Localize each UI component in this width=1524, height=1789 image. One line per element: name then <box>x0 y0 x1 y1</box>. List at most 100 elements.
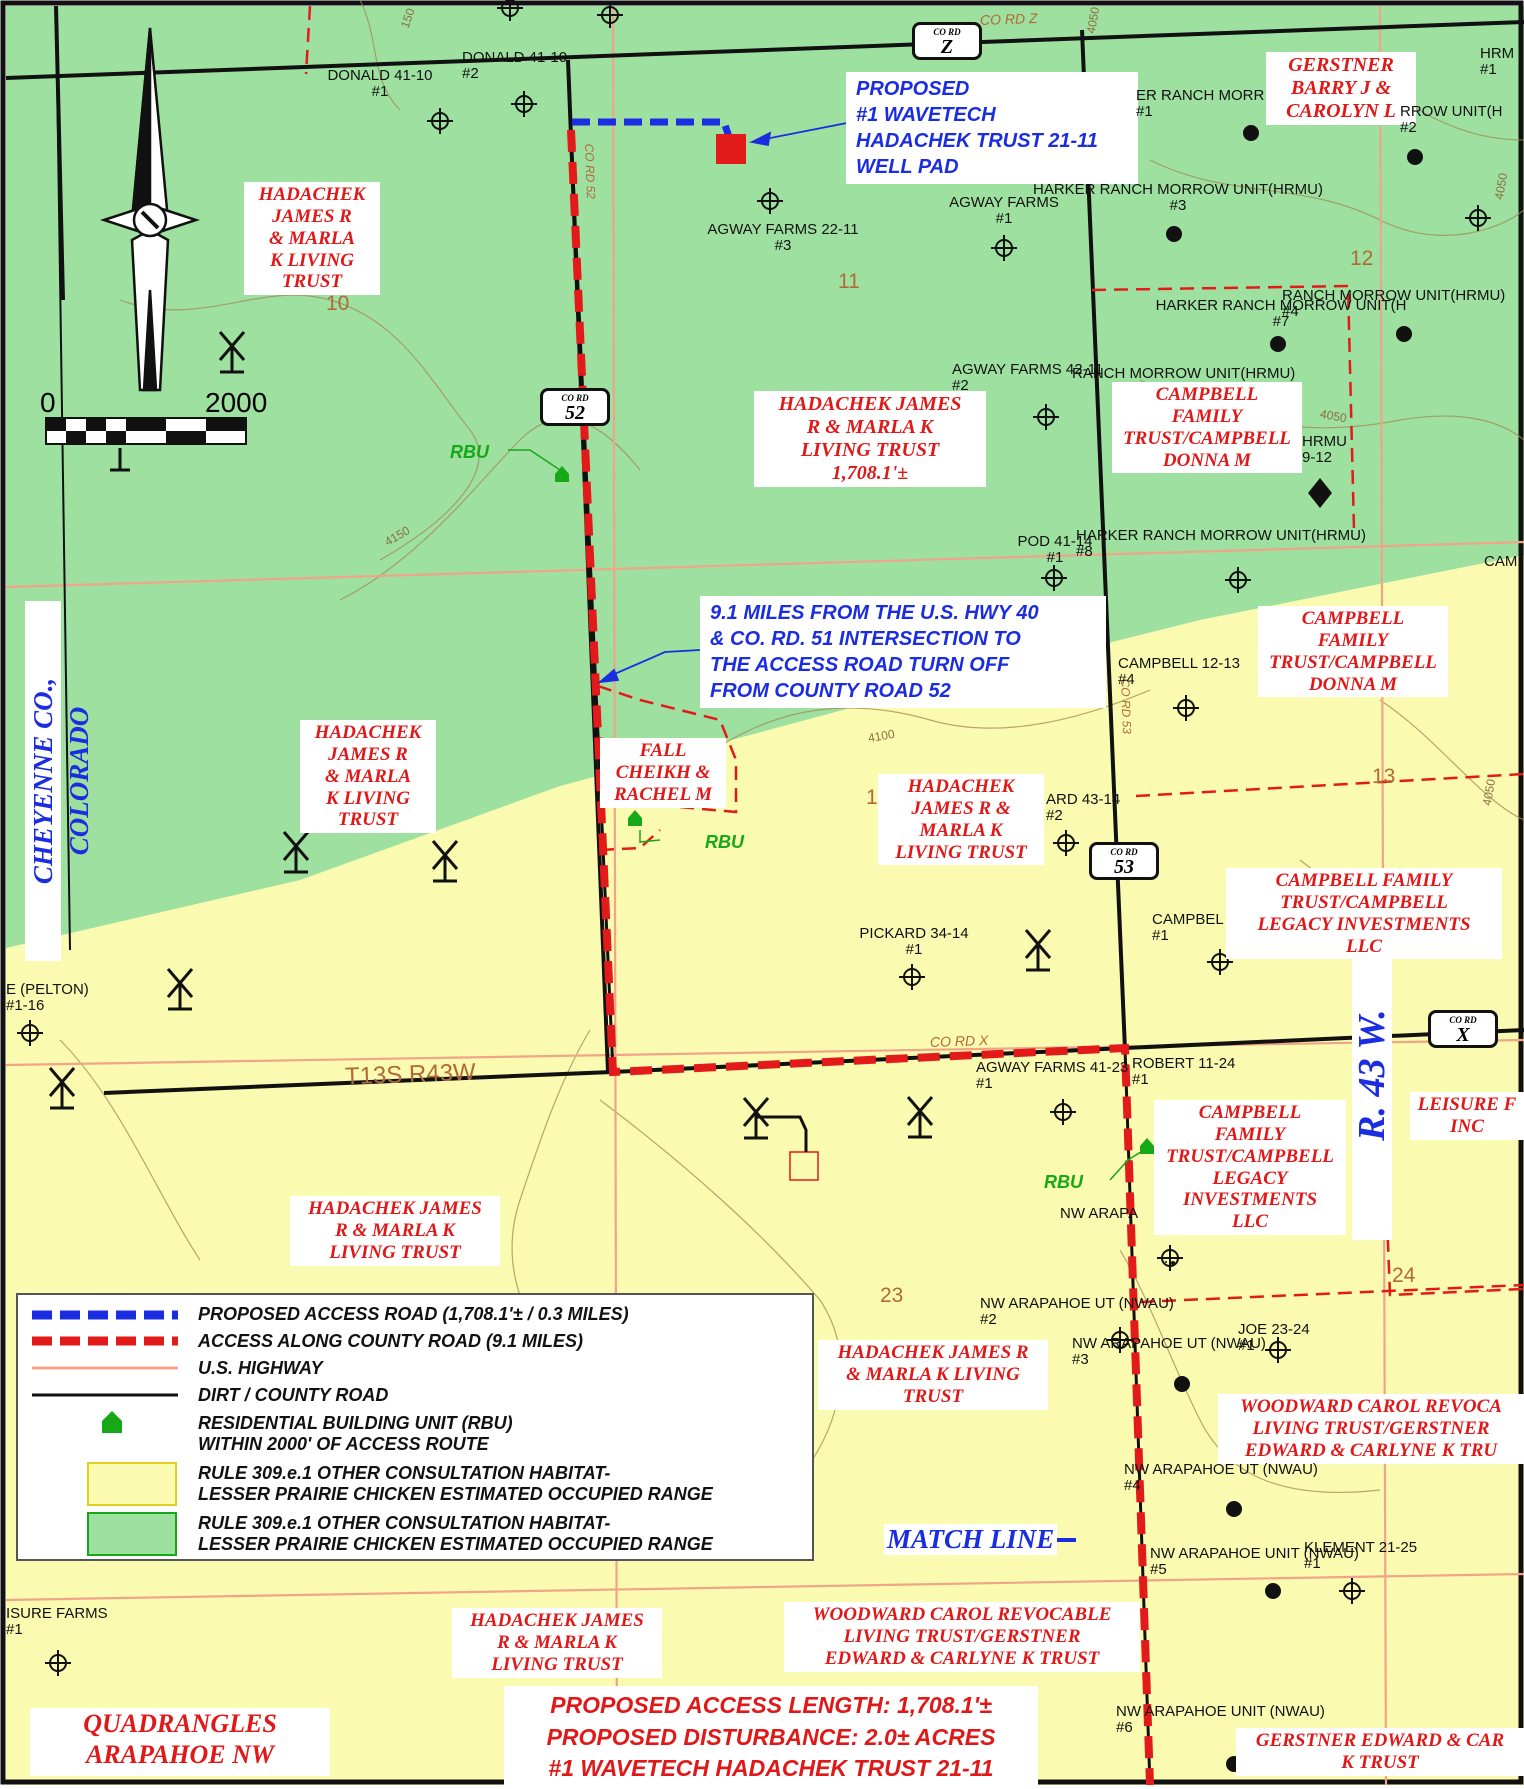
text-line: & MARLA <box>268 227 356 249</box>
well-label: KLEMENT 21-25#1 <box>1304 1540 1417 1572</box>
text-line: RESIDENTIAL BUILDING UNIT (RBU) <box>198 1413 513 1433</box>
text-line: LEISURE F <box>1417 1094 1517 1115</box>
text-line: #4 <box>1118 670 1135 688</box>
text-line: #1 <box>995 209 1013 227</box>
text-line: ROBERT 11-24 <box>1132 1055 1236 1072</box>
road-label-52: CO RD 52 <box>582 143 598 200</box>
text-line: CHEIKH & <box>615 761 711 783</box>
text-line: ER RANCH MORR <box>1136 87 1265 104</box>
text-line: EDWARD & CARLYNE K TRUST <box>824 1647 1100 1669</box>
text-line: #1 <box>905 940 923 958</box>
text-line: RULE 309.e.1 OTHER CONSULTATION HABITAT- <box>198 1463 611 1483</box>
text-line: KLEMENT 21-25 <box>1304 1539 1418 1556</box>
scale-start-label: 0 <box>40 387 56 418</box>
text-line: HRM <box>1480 45 1515 62</box>
legend-item-rbu: RESIDENTIAL BUILDING UNIT (RBU)WITHIN 20… <box>198 1413 513 1454</box>
well-label: NW ARAPAHOE UT (NWAU)#2 <box>980 1296 1174 1328</box>
text-line: HARKER RANCH MORROW UNIT(H <box>1155 297 1407 314</box>
well-label: AGWAY FARMS 42-11#2 <box>952 362 1103 394</box>
text-line: HADACHEK TRUST 21-11 <box>856 130 1098 152</box>
text-line: CAMPBEL <box>1152 911 1224 928</box>
text-line: #2 <box>1046 806 1063 824</box>
text-line: #8 <box>1076 542 1093 560</box>
legend-item-proposed-access: PROPOSED ACCESS ROAD (1,708.1'± / 0.3 MI… <box>198 1304 629 1324</box>
text-line: LESSER PRAIRIE CHICKEN ESTIMATED OCCUPIE… <box>198 1483 713 1504</box>
text-line: K TRUST <box>1341 1751 1419 1773</box>
text-line: WITHIN 2000' OF ACCESS ROUTE <box>198 1433 489 1454</box>
text-line: HADACHEK <box>258 184 366 205</box>
plugged-well-symbols <box>48 331 1052 1140</box>
text-line: R & MARLA K <box>497 1631 617 1653</box>
text-line: TRUST/CAMPBELL <box>1123 427 1291 449</box>
text-line: #3 <box>1169 196 1187 214</box>
text-line: 1,708.1'± <box>831 462 909 484</box>
text-line: #3 <box>774 236 792 254</box>
well-label: NW ARAPAHOE UNIT (NWAU)#5 <box>1150 1546 1359 1578</box>
legend-item-dirt-road: DIRT / COUNTY ROAD <box>198 1385 389 1405</box>
section-line <box>55 5 71 951</box>
text-line: ARD 43-14 <box>1046 791 1121 808</box>
text-line: PROPOSED DISTURBANCE: 2.0± ACRES <box>546 1723 996 1750</box>
well-label: HARKER RANCH MORROW UNIT(HRMU)#3 <box>1018 182 1338 214</box>
text-line: R & MARLA K <box>806 416 934 438</box>
text-line: AGWAY FARMS 42-11 <box>952 361 1104 378</box>
text-line: RULE 309.e.1 OTHER CONSULTATION HABITAT- <box>198 1513 611 1533</box>
text-line: AGWAY FARMS 41-23 <box>976 1059 1129 1076</box>
text-line: GERSTNER EDWARD & CAR <box>1255 1730 1505 1751</box>
well-label: RANCH MORROW UNIT(HRMU)#4 <box>1282 288 1505 320</box>
text-line: BARRY J & <box>1290 77 1392 99</box>
well-label: ROBERT 11-24#1 <box>1132 1056 1235 1088</box>
text-line: 9.1 MILES FROM THE U.S. HWY 40 <box>710 602 1039 624</box>
text-line: #2 <box>462 64 479 82</box>
text-line: 9-12 <box>1302 448 1333 466</box>
text-line: TRUST <box>281 271 343 293</box>
legend-item-yellow-habitat: RULE 309.e.1 OTHER CONSULTATION HABITAT-… <box>198 1463 713 1504</box>
map-legend: PROPOSED ACCESS ROAD (1,708.1'± / 0.3 MI… <box>16 1293 814 1561</box>
property-lines <box>304 5 1524 1304</box>
text-line: EDWARD & CARLYNE K TRU <box>1244 1439 1498 1461</box>
well-label: DONALD 41-10#1 <box>320 68 440 100</box>
text-line: CAROLYN L <box>1286 100 1396 122</box>
legend-item-us-highway: U.S. HIGHWAY <box>198 1358 323 1378</box>
text-line: NW ARAPA <box>1060 1205 1139 1222</box>
text-line: TRUST/CAMPBELL <box>1280 891 1448 913</box>
text-line: & CO. RD. 51 INTERSECTION TO <box>710 628 1021 650</box>
text-line: LIVING TRUST <box>800 439 940 461</box>
hrmu-diamond <box>1308 478 1332 508</box>
rbu-label: RBU <box>705 832 744 852</box>
text-line: PICKARD 34-14 <box>859 925 969 942</box>
text-line: LIVING TRUST <box>329 1241 461 1263</box>
text-line: LEGACY INVESTMENTS <box>1257 913 1471 935</box>
text-line: FAMILY <box>1317 629 1389 651</box>
well-label: NW ARAPA <box>1060 1206 1138 1222</box>
well-label: RANCH MORROW UNIT(HRMU) <box>1072 366 1295 382</box>
text-line: CAMPBELL <box>1301 608 1405 629</box>
text-line: #2 <box>1400 118 1417 136</box>
rbu-house-icon <box>1140 1138 1154 1154</box>
text-line: WOODWARD CAROL REVOCA <box>1240 1396 1502 1417</box>
text-line: ISURE FARMS <box>6 1605 108 1622</box>
text-line: #1 <box>1480 60 1497 78</box>
text-line: LIVING TRUST <box>895 841 1027 863</box>
well-label: ARD 43-14#2 <box>1046 792 1120 824</box>
county-label: CHEYENNE CO., COLORADO <box>25 601 94 961</box>
section-number: 12 <box>1350 247 1374 270</box>
text-line: TRUST <box>337 809 399 831</box>
text-line: HADACHEK JAMES R <box>837 1342 1029 1363</box>
well-label: E (PELTON)#1-16 <box>6 982 89 1014</box>
north-arrow-icon <box>99 27 201 392</box>
text-line: #1 <box>1132 1070 1149 1088</box>
text-line: AGWAY FARMS 22-11 <box>707 221 859 238</box>
